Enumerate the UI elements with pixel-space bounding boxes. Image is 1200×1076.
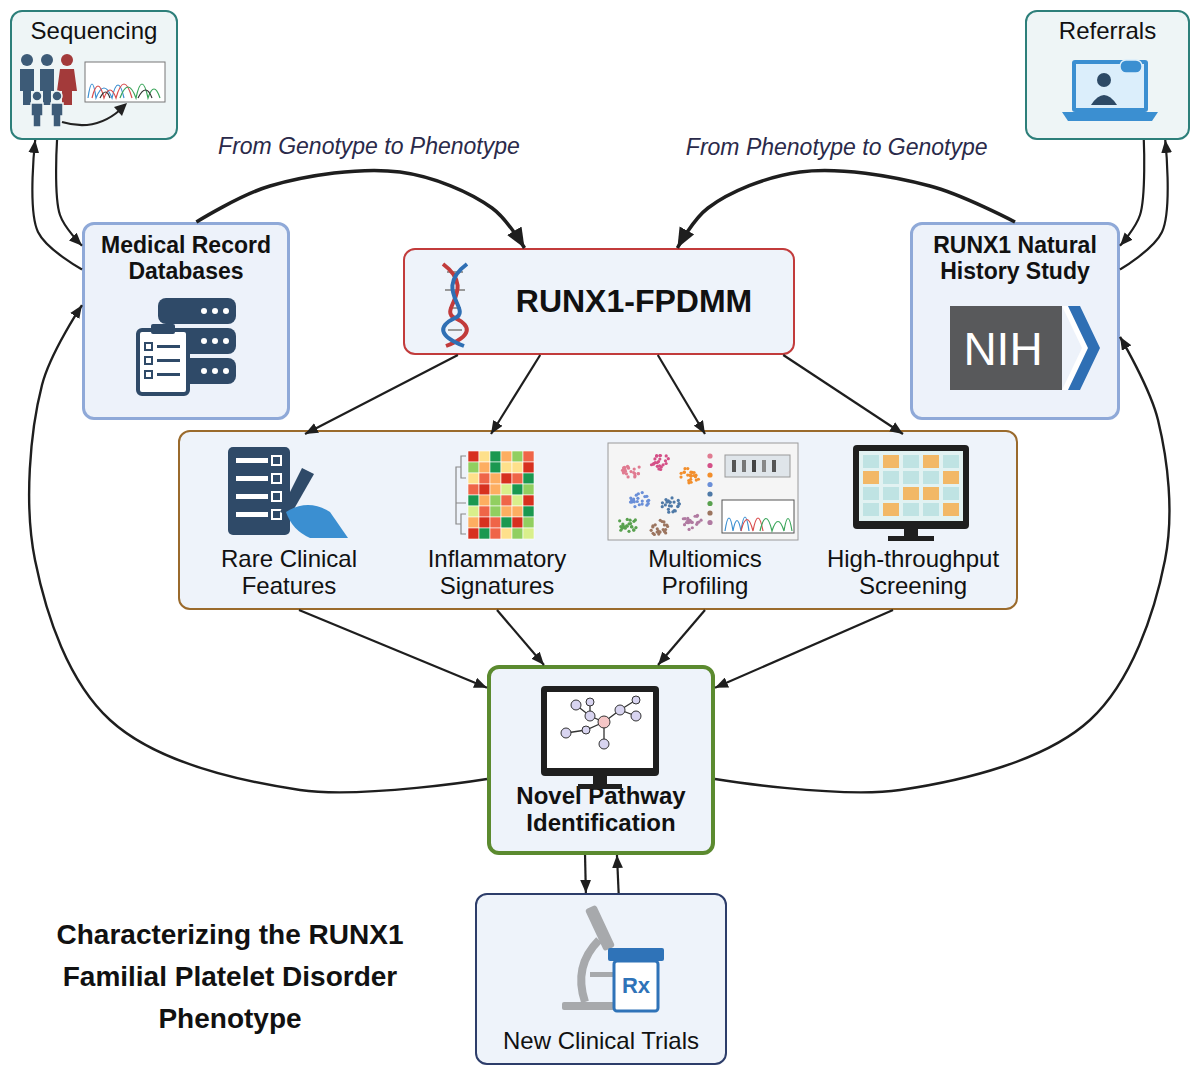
disorder-box: RUNX1-FPDMM xyxy=(403,248,795,355)
node-text: RUNX1 Natural History Study xyxy=(913,233,1117,285)
flow-arrow xyxy=(56,140,82,246)
approach-item: Multiomics Profiling xyxy=(605,434,805,610)
trials-box: New Clinical Trials xyxy=(475,893,727,1065)
flow-arrow xyxy=(658,610,705,665)
flow-arrow xyxy=(658,355,705,434)
node-text: High-throughput Screening xyxy=(813,546,1013,600)
node-text: Medical Record Databases xyxy=(85,233,287,285)
diagram-title: Characterizing the RUNX1 Familial Platel… xyxy=(15,914,445,1040)
prescription-symbol: Rx xyxy=(622,973,650,999)
flow-arrow xyxy=(584,855,587,893)
node-text: Inflammatory Signatures xyxy=(397,546,597,600)
flow-arrow xyxy=(715,610,893,688)
approach-item: Inflammatory Signatures xyxy=(397,434,597,610)
approach-item: High-throughput Screening xyxy=(813,434,1013,610)
flow-arrow xyxy=(1120,140,1168,270)
data-source-box: RUNX1 Natural History Study xyxy=(910,222,1120,420)
edge-label: From Genotype to Phenotype xyxy=(218,133,520,160)
flow-arrow xyxy=(299,610,487,688)
flow-arrow xyxy=(305,355,458,434)
node-text: Multiomics Profiling xyxy=(605,546,805,600)
node-text: RUNX1-FPDMM xyxy=(516,284,752,320)
flow-arrow xyxy=(783,355,903,434)
flow-arrow xyxy=(497,610,544,665)
node-text: Referrals xyxy=(1059,18,1156,45)
flow-arrow xyxy=(617,855,619,893)
approach-band: Rare Clinical FeaturesInflammatory Signa… xyxy=(178,430,1018,610)
node-text: Sequencing xyxy=(31,18,158,45)
edge-label: From Phenotype to Genotype xyxy=(686,133,988,160)
node-text: New Clinical Trials xyxy=(503,1028,699,1055)
flow-arrow xyxy=(1120,140,1144,246)
node-text: Rare Clinical Features xyxy=(189,546,389,600)
approach-item: Rare Clinical Features xyxy=(189,434,389,610)
pathway-box: Novel Pathway Identification xyxy=(487,665,715,855)
node-text: Novel Pathway Identification xyxy=(491,783,711,837)
flow-arrow xyxy=(491,355,540,434)
data-source-box: Medical Record Databases xyxy=(82,222,290,420)
source-box: Referrals xyxy=(1025,10,1190,140)
flow-arrow xyxy=(32,140,82,270)
source-box: Sequencing xyxy=(10,10,178,140)
logo-text: NIH xyxy=(963,322,1042,376)
